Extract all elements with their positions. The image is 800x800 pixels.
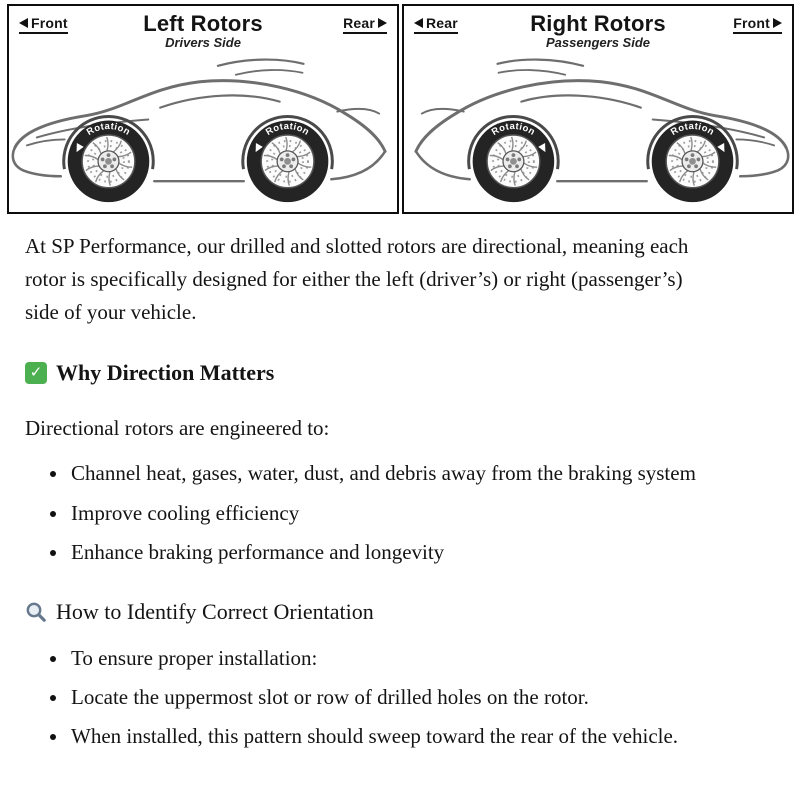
engineered-to-lead: Directional rotors are engineered to: — [25, 416, 330, 441]
intro-paragraph: At SP Performance, our drilled and slott… — [25, 234, 689, 325]
rear-direction-label: Rear — [414, 15, 458, 34]
article-body: At SP Performance, our drilled and slott… — [0, 214, 745, 753]
right-rotors-panel: Rear Right Rotors Passengers Side Front … — [402, 4, 794, 214]
panel-header: Front Left Rotors Drivers Side Rear — [9, 10, 397, 50]
panel-subtitle: Drivers Side — [165, 35, 241, 51]
orientation-steps-list: To ensure proper installation: Locate th… — [25, 642, 720, 754]
list-item: Enhance braking performance and longevit… — [69, 536, 720, 569]
list-item: When installed, this pattern should swee… — [69, 720, 720, 753]
direction-label-text: Front — [31, 15, 68, 31]
car-illustration-driver-side: Rotation Rotation — [11, 58, 387, 202]
rotor-direction-diagram: Front Left Rotors Drivers Side Rear Rota… — [0, 0, 800, 214]
rear-direction-label: Rear — [343, 15, 387, 34]
benefits-list: Channel heat, gases, water, dust, and de… — [25, 457, 720, 569]
svg-text:Rotation: Rotation — [264, 121, 311, 138]
svg-text:Rotation: Rotation — [490, 121, 537, 138]
direction-label-text: Front — [733, 15, 770, 31]
list-item: To ensure proper installation: — [69, 642, 720, 675]
section-heading-text: How to Identify Correct Orientation — [56, 598, 374, 624]
check-icon: ✓ — [25, 361, 47, 384]
front-direction-label: Front — [19, 15, 68, 34]
list-item: Channel heat, gases, water, dust, and de… — [69, 457, 720, 490]
direction-label-text: Rear — [426, 15, 458, 31]
left-rotors-panel: Front Left Rotors Drivers Side Rear Rota… — [7, 4, 399, 214]
arrow-right-icon — [378, 18, 387, 28]
arrow-left-icon — [414, 18, 423, 28]
panel-title: Left Rotors — [143, 11, 263, 36]
arrow-right-icon — [773, 18, 782, 28]
panel-title: Right Rotors — [530, 11, 666, 36]
section-heading-identify-orientation: How to Identify Correct Orientation — [25, 595, 720, 630]
magnifier-icon — [26, 602, 46, 623]
panel-header: Rear Right Rotors Passengers Side Front — [404, 10, 792, 50]
section-heading-why-direction-matters: ✓ Why Direction Matters — [25, 356, 720, 391]
panel-subtitle: Passengers Side — [545, 35, 651, 51]
list-item: Improve cooling efficiency — [69, 497, 720, 530]
svg-text:Rotation: Rotation — [85, 121, 132, 138]
svg-text:Rotation: Rotation — [669, 121, 716, 138]
car-illustration-passenger-side: Rotation Rotation — [414, 58, 790, 202]
direction-label-text: Rear — [343, 15, 375, 31]
section-heading-text: Why Direction Matters — [56, 359, 275, 385]
front-direction-label: Front — [733, 15, 782, 34]
list-item: Locate the uppermost slot or row of dril… — [69, 681, 720, 714]
arrow-left-icon — [19, 18, 28, 28]
